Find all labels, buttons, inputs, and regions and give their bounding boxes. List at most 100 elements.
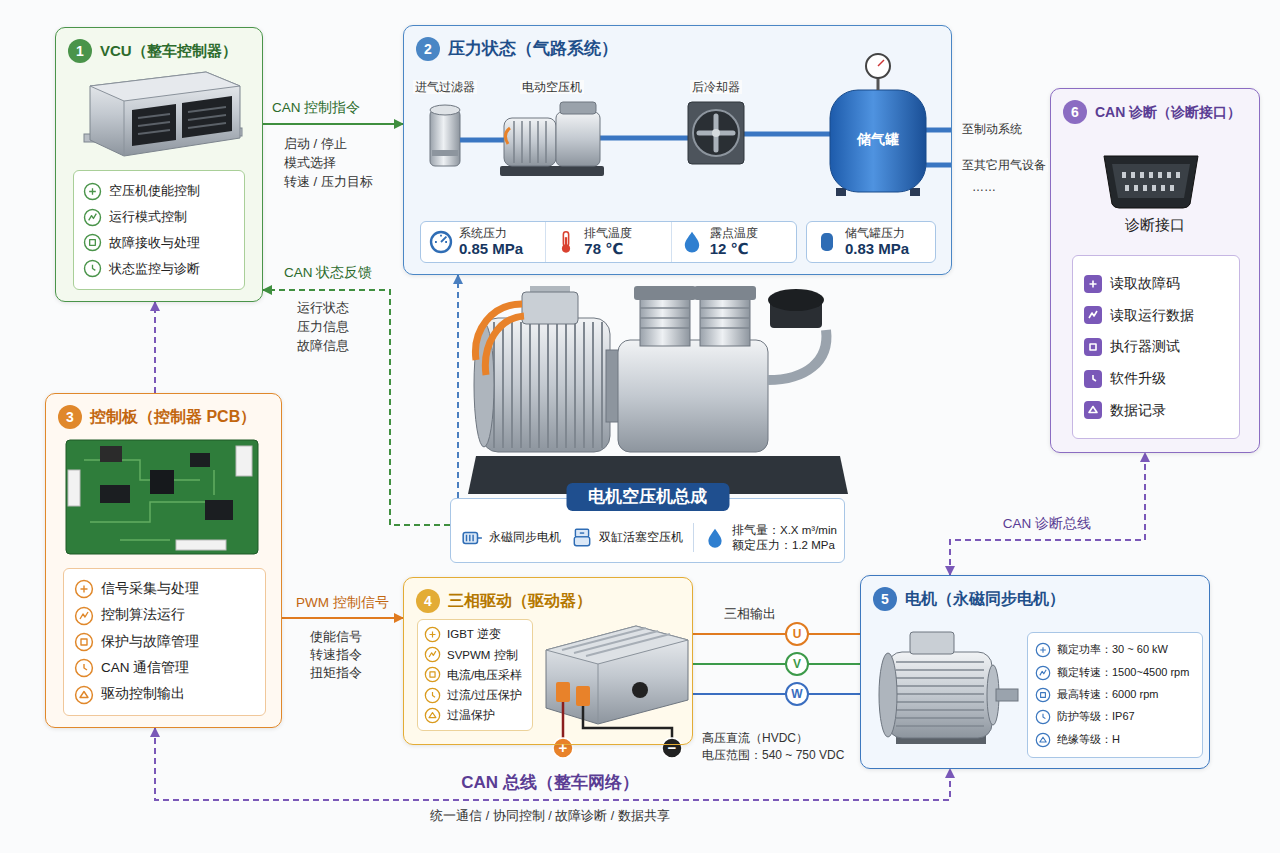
panel-box: 1VCU（整车控制器）空压机使能控制运行模式控制故障接收与处理状态监控与诊断 (55, 27, 263, 302)
square-icon (1084, 370, 1102, 388)
list-item: 最高转速：6000 rpm (1057, 688, 1158, 702)
motor-compressor-assembly-picture (468, 286, 848, 494)
list-item: 额定功率：30 ~ 60 kW (1057, 643, 1168, 657)
gauge-icon (435, 235, 447, 242)
list-item: SVPWM 控制 (447, 648, 518, 662)
function-list-box: IGBT 逆变SVPWM 控制电流/电压采样过流/过压保护过温保护 (417, 619, 533, 731)
circle-icon (1036, 733, 1049, 746)
reading-value: 12 ℃ (710, 240, 758, 258)
list-row: 过流/过压保护 (424, 687, 526, 704)
circle-icon (81, 639, 87, 645)
circle-icon (74, 606, 94, 626)
part-label: 后冷却器 (690, 80, 742, 94)
square-icon (1083, 400, 1103, 420)
pcb-picture (205, 500, 233, 520)
circle-icon (76, 686, 93, 703)
intake-filter-picture (430, 110, 460, 166)
circle-icon (430, 632, 436, 638)
phase-label: W (785, 682, 809, 706)
air-tank-picture (830, 54, 926, 196)
list-row: 控制算法运行 (74, 606, 255, 626)
circle-icon (1040, 648, 1046, 654)
list-row: 电流/电压采样 (424, 666, 526, 683)
vcu-ecu-picture (90, 72, 240, 101)
circle-icon (85, 261, 101, 277)
panel-box: 5电机（永磁同步电机）额定功率：30 ~ 60 kW额定转速：1500~4500… (860, 575, 1210, 769)
readings-box: 系统压力0.85 MPa排气温度78 ℃露点温度12 ℃ (420, 221, 797, 263)
hvdc-wire (562, 702, 565, 738)
list-item: IGBT 逆变 (447, 627, 501, 641)
pcb-picture (68, 470, 80, 506)
connector (263, 290, 450, 525)
part-label: 至制动系统 (960, 122, 1024, 136)
motor-picture (879, 632, 1018, 744)
panel-fill (860, 575, 1210, 769)
inverter-picture (562, 628, 670, 656)
vcu-ecu-picture (138, 107, 226, 134)
part-label: 电动空压机 (520, 80, 584, 94)
circle-icon (1036, 666, 1049, 679)
circle-icon (93, 265, 96, 271)
circle-icon (1035, 642, 1051, 658)
circle-icon (425, 688, 439, 702)
reading-cell: 排气温度78 ℃ (545, 222, 670, 262)
circle-icon (76, 660, 93, 677)
square-icon (1084, 401, 1102, 419)
circle-icon (429, 651, 436, 657)
list-row: 防护等级：IP67 (1035, 709, 1195, 725)
piston-icon (574, 536, 589, 545)
drop-icon (704, 527, 726, 549)
edge-label: PWM 控制信号 (294, 595, 391, 611)
panel-box: 2压力状态（气路系统）系统压力0.85 MPa排气温度78 ℃露点温度12 ℃储… (403, 25, 952, 275)
panel-fill (403, 25, 952, 275)
connector (282, 617, 403, 619)
panel-fill (1050, 88, 1260, 453)
list-item: 读取故障码 (1110, 275, 1180, 293)
circle-icon (74, 685, 94, 705)
list-item: 故障接收与处理 (109, 235, 200, 251)
circle-icon (433, 692, 436, 697)
circle-icon (81, 586, 88, 593)
air-pipe (744, 132, 830, 137)
circle-icon (84, 664, 87, 670)
intake-filter-picture (430, 105, 460, 166)
reading-value: 78 ℃ (584, 240, 632, 258)
connector (263, 123, 403, 125)
panel-header: 2压力状态（气路系统） (416, 37, 939, 61)
motor-compressor-assembly-picture (694, 286, 756, 300)
drop-icon (708, 528, 721, 547)
motor-compressor-assembly-picture (768, 330, 826, 380)
part-label: 转速指令 (308, 648, 364, 663)
panel-header: 3控制板（控制器 PCB） (58, 405, 269, 429)
circle-icon (429, 712, 436, 717)
reading-value: 0.85 MPa (459, 240, 523, 258)
list-row: 额定转速：1500~4500 rpm (1035, 665, 1195, 681)
panel-heading: CAN 诊断（诊断接口） (1095, 104, 1241, 121)
part-label: 运行状态 (295, 300, 351, 316)
air-pipe (600, 136, 688, 141)
intake-filter-picture (432, 150, 458, 156)
circle-icon (76, 581, 93, 598)
thermo-icon (562, 245, 570, 253)
circle-icon (80, 612, 88, 619)
panel-header: 4三相驱动（驱动器） (416, 589, 680, 613)
callout-number: 5 (873, 587, 897, 611)
list-item: CAN 通信管理 (101, 660, 189, 677)
list-row: 运行模式控制 (83, 208, 235, 227)
spec-cell: 排气量：X.X m³/min额定压力：1.2 MPa (693, 523, 837, 553)
piston-icon (575, 529, 588, 537)
circle-icon (424, 646, 441, 663)
spec-item: 排气量：X.X m³/min (732, 523, 837, 538)
reading-stack: 露点温度12 ℃ (710, 226, 758, 258)
circle-icon (74, 579, 94, 599)
part-label: …… (970, 180, 998, 194)
list-row: 最高转速：6000 rpm (1035, 687, 1195, 703)
panel-header: 1VCU（整车控制器） (68, 39, 250, 63)
obd-connector-picture (1122, 172, 1180, 191)
square-icon (1090, 344, 1096, 350)
thermo-icon (554, 230, 578, 254)
list-item: 绝缘等级：H (1057, 733, 1120, 747)
edge-label: CAN 控制指令 (270, 100, 362, 116)
readings-box: 储气罐压力0.83 MPa (806, 221, 936, 263)
circle-icon (74, 658, 94, 678)
